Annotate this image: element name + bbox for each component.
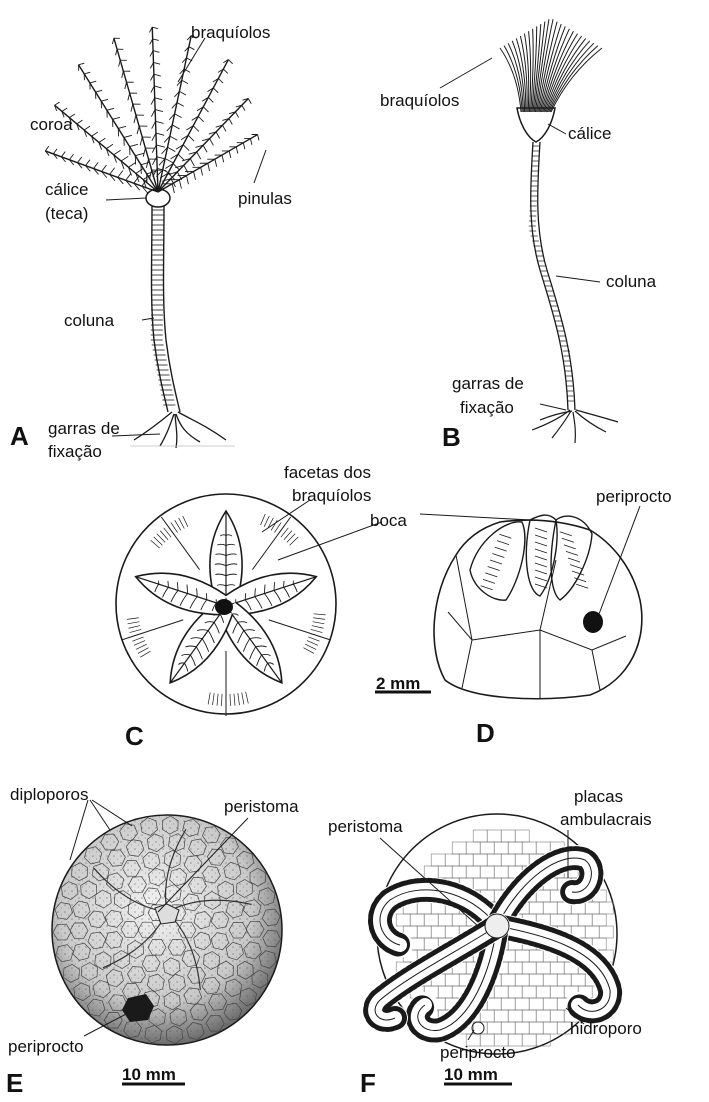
- crinoid-crown-drawing: [44, 26, 260, 194]
- panel-letter-c: C: [125, 721, 144, 751]
- scale-label-cd: 2 mm: [376, 674, 420, 693]
- label-coluna-a: coluna: [64, 311, 115, 330]
- panel-d-side-view: periprocto D 2 mm: [375, 487, 672, 748]
- label-calice-a-line2: (teca): [45, 204, 88, 223]
- label-diploporos: diploporos: [10, 785, 88, 804]
- blastoid-calyx-drawing: [516, 107, 556, 143]
- mouth-opening: [215, 599, 233, 615]
- label-peristoma-e: peristoma: [224, 797, 299, 816]
- label-placas-line1: placas: [574, 787, 623, 806]
- label-garras-a-line1: garras de: [48, 419, 120, 438]
- periproct-e: [122, 994, 154, 1022]
- panel-letter-d: D: [476, 718, 495, 748]
- crinoid-stem-drawing: [150, 205, 181, 413]
- label-garras-a-line2: fixação: [48, 442, 102, 461]
- label-pinulas: pinulas: [238, 189, 292, 208]
- label-garras-b-line1: garras de: [452, 374, 524, 393]
- label-garras-b-line2: fixação: [460, 398, 514, 417]
- label-periprocto-e: periprocto: [8, 1037, 84, 1056]
- crinoid-holdfast-drawing: [130, 411, 235, 449]
- ambulacra-star-drawing: [121, 509, 331, 716]
- panel-letter-a: A: [10, 421, 29, 451]
- panel-c-oral-view: facetas dos braquíolos boca C: [115, 463, 407, 751]
- panel-b-blastoid: braquíolos cálice coluna garras de fixaç…: [380, 19, 657, 452]
- label-calice-b: cálice: [568, 124, 611, 143]
- label-facetas-line2: braquíolos: [292, 486, 371, 505]
- thecal-plates-d: [447, 554, 627, 698]
- label-hidroporo: hidroporo: [570, 1019, 642, 1038]
- scale-label-f: 10 mm: [444, 1065, 498, 1084]
- periproct-opening: [583, 611, 603, 633]
- panel-a-crinoid: braquíolos coroa cálice (teca) pinulas c…: [10, 23, 292, 461]
- panel-f-edrioasteroid: peristoma placas ambulacrais hidroporo p…: [328, 787, 652, 1098]
- label-braquiolos-a: braquíolos: [191, 23, 270, 42]
- label-placas-line2: ambulacrais: [560, 810, 652, 829]
- label-boca: boca: [370, 511, 407, 530]
- label-facetas-line1: facetas dos: [284, 463, 371, 482]
- label-peristoma-f: peristoma: [328, 817, 403, 836]
- blastoid-stem-drawing: [528, 141, 576, 411]
- blastoid-brachioles-drawing: [499, 19, 603, 113]
- theca-outline-d: [433, 519, 643, 700]
- label-coroa: coroa: [30, 115, 73, 134]
- label-calice-a-line1: cálice: [45, 180, 88, 199]
- label-periprocto-f: periprocto: [440, 1043, 516, 1062]
- panel-letter-f: F: [360, 1068, 376, 1098]
- panel-letter-e: E: [6, 1068, 23, 1098]
- label-braquiolos-b: braquíolos: [380, 91, 459, 110]
- label-coluna-b: coluna: [606, 272, 657, 291]
- panel-letter-b: B: [442, 422, 461, 452]
- scale-label-e: 10 mm: [122, 1065, 176, 1084]
- petals-d: [469, 514, 593, 601]
- label-periprocto-d: periprocto: [596, 487, 672, 506]
- panel-e-diploporite: diploporos peristoma periprocto E 10 mm: [6, 785, 299, 1098]
- petal-brachiole-detail-d: [480, 527, 589, 591]
- blastoid-holdfast-drawing: [531, 409, 619, 444]
- ambulacra-arms-f: [362, 845, 623, 1044]
